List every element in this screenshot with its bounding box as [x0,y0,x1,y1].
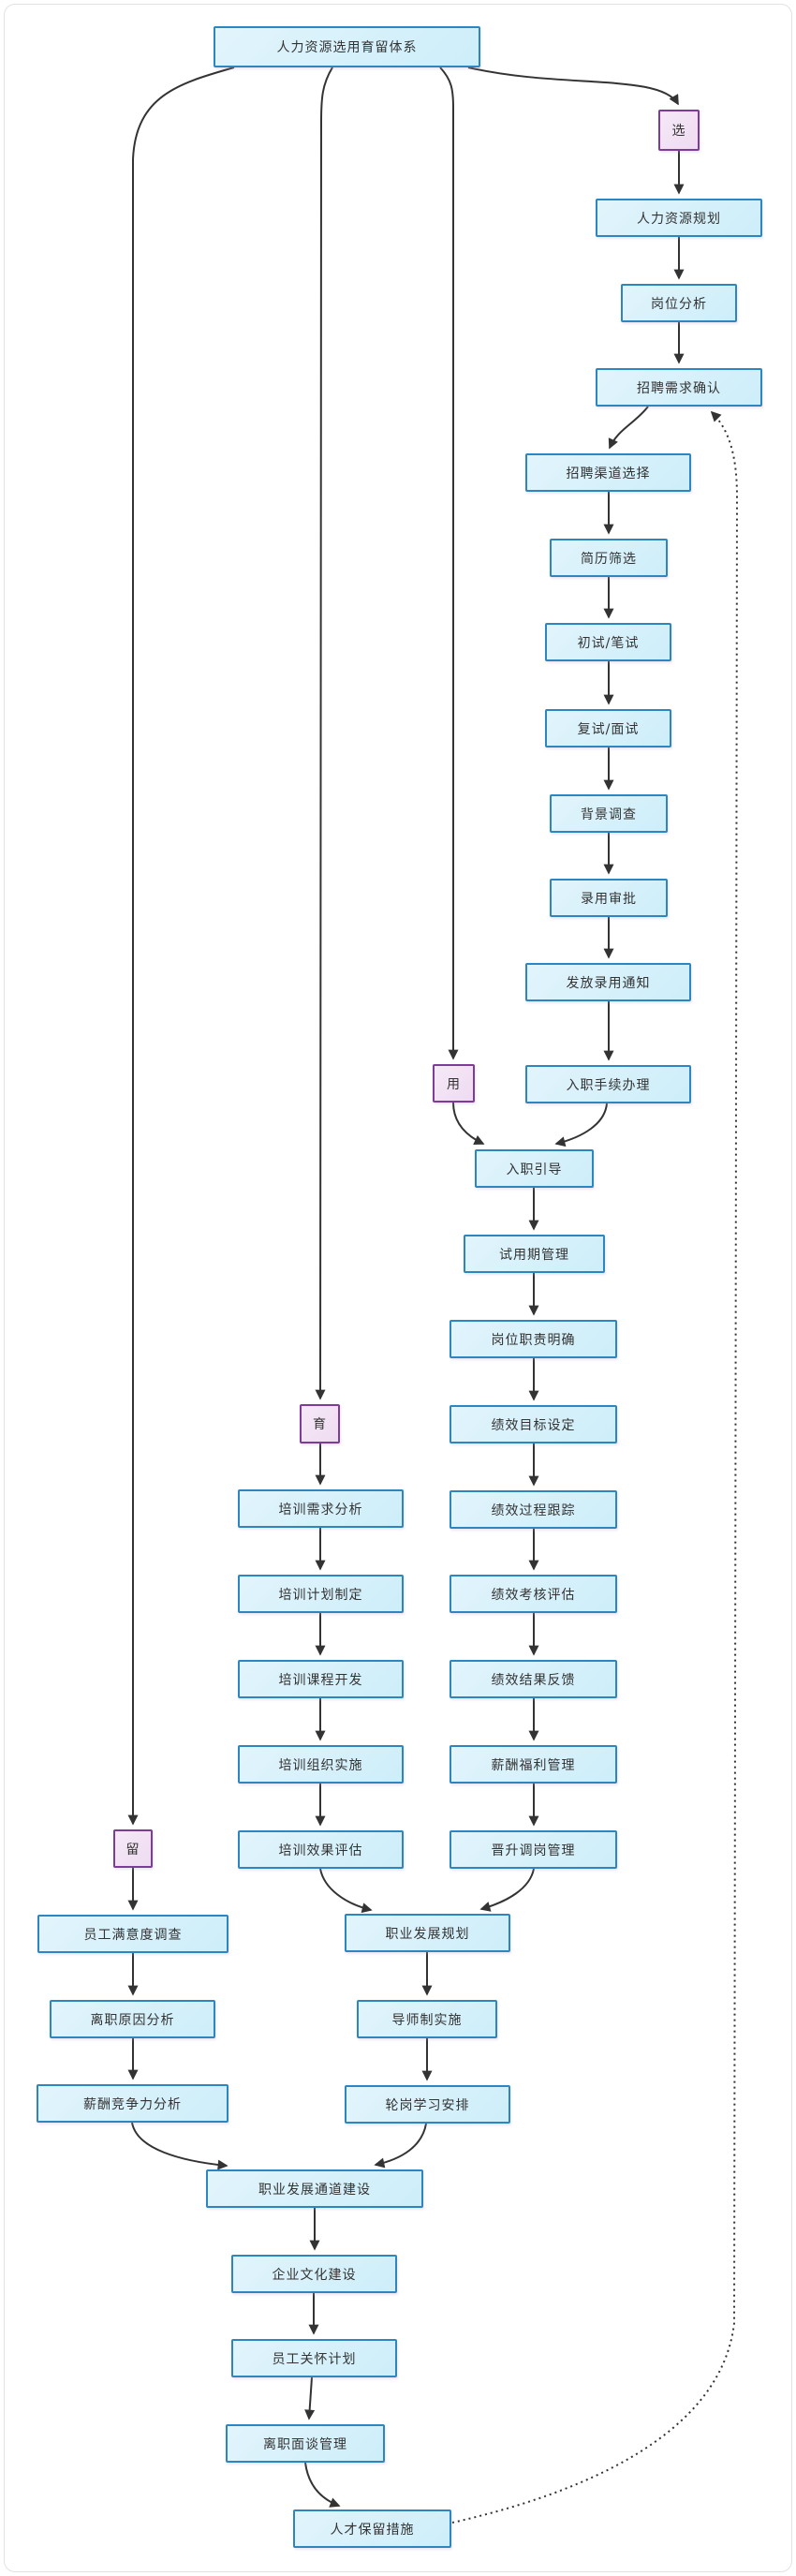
node-career_channel[interactable]: 职业发展通道建设 [206,2169,423,2208]
node-label: 人才保留措施 [330,2522,415,2538]
node-perf_goal[interactable]: 绩效目标设定 [450,1405,617,1443]
node-sel[interactable]: 选 [658,110,700,151]
edge-root-liu [127,67,235,1826]
node-second_interview[interactable]: 复试/面试 [545,709,671,748]
edge-promotion-career_plan [479,1868,535,1912]
node-label: 绩效结果反馈 [491,1672,576,1688]
node-label: 人力资源选用育留体系 [276,40,418,55]
node-label: 人力资源规划 [637,211,721,227]
node-induction[interactable]: 入职引导 [475,1149,594,1188]
node-onboarding_process[interactable]: 入职手续办理 [525,1065,691,1103]
node-perf_feedback[interactable]: 绩效结果反馈 [450,1660,617,1698]
node-label: 企业文化建设 [272,2267,357,2283]
node-train_need[interactable]: 培训需求分析 [238,1489,404,1528]
node-label: 离职面谈管理 [263,2436,347,2452]
node-train_eval[interactable]: 培训效果评估 [238,1830,404,1869]
node-liu[interactable]: 留 [113,1829,153,1868]
node-retention[interactable]: 人才保留措施 [293,2509,451,2548]
node-label: 复试/面试 [577,721,640,737]
node-culture[interactable]: 企业文化建设 [231,2255,397,2293]
node-label: 薪酬竞争力分析 [83,2096,182,2112]
node-job_analysis[interactable]: 岗位分析 [621,284,737,322]
edge-recruit_confirm-channel_select [608,406,649,450]
node-label: 用 [447,1076,461,1092]
node-label: 发放录用通知 [566,975,651,991]
node-probation[interactable]: 试用期管理 [464,1235,605,1273]
node-comp_compete[interactable]: 薪酬竞争力分析 [37,2084,228,2123]
node-train_course[interactable]: 培训课程开发 [238,1660,404,1698]
node-label: 育 [313,1417,327,1432]
node-care_plan[interactable]: 员工关怀计划 [231,2339,397,2377]
edge-rotation-career_channel [374,2123,427,2169]
node-label: 晋升调岗管理 [491,1843,576,1858]
node-label: 职业发展规划 [385,1926,470,1942]
node-label: 录用审批 [581,891,637,907]
node-label: 入职手续办理 [566,1077,651,1093]
node-label: 初试/笔试 [577,635,640,651]
node-recruit_confirm[interactable]: 招聘需求确认 [596,368,762,407]
node-career_plan[interactable]: 职业发展规划 [345,1914,510,1952]
node-label: 入职引导 [506,1162,563,1177]
node-label: 岗位职责明确 [491,1332,576,1348]
node-exit_interview[interactable]: 离职面谈管理 [226,2424,385,2463]
node-mentor[interactable]: 导师制实施 [357,2000,497,2038]
node-label: 培训需求分析 [278,1502,363,1517]
node-label: 简历筛选 [581,551,637,567]
node-label: 绩效考核评估 [491,1587,576,1603]
node-label: 培训组织实施 [278,1757,363,1773]
node-background_check[interactable]: 背景调查 [550,794,668,833]
node-comp_benefit[interactable]: 薪酬福利管理 [450,1745,617,1784]
edge-onboarding_process-induction [554,1103,608,1147]
node-train_plan[interactable]: 培训计划制定 [238,1575,404,1613]
edge-root-yu [315,67,333,1400]
node-channel_select[interactable]: 招聘渠道选择 [525,453,691,492]
node-label: 轮岗学习安排 [385,2097,470,2113]
node-leave_reason[interactable]: 离职原因分析 [50,2000,215,2038]
node-label: 留 [125,1842,140,1858]
edge-train_eval-career_plan [319,1868,373,1914]
edge-care_plan-exit_interview [304,2376,316,2421]
edge-root-sel [467,67,679,106]
node-perf_eval[interactable]: 绩效考核评估 [450,1575,617,1613]
node-satisfaction[interactable]: 员工满意度调查 [37,1915,228,1953]
node-hr_planning[interactable]: 人力资源规划 [596,199,762,237]
node-label: 招聘渠道选择 [566,466,651,481]
node-label: 培训效果评估 [278,1843,363,1858]
edge-retention-recruit_confirm [451,410,739,2524]
node-first_interview[interactable]: 初试/笔试 [545,623,671,661]
node-offer_notice[interactable]: 发放录用通知 [525,963,691,1001]
node-job_duty[interactable]: 岗位职责明确 [450,1320,617,1358]
node-label: 培训课程开发 [278,1672,363,1688]
node-label: 试用期管理 [499,1247,569,1263]
node-yu[interactable]: 育 [300,1404,340,1443]
node-label: 薪酬福利管理 [491,1757,576,1773]
node-label: 离职原因分析 [90,2012,175,2028]
node-train_impl[interactable]: 培训组织实施 [238,1745,404,1784]
edge-exit_interview-retention [304,2462,341,2508]
node-promotion[interactable]: 晋升调岗管理 [450,1830,617,1869]
node-label: 导师制实施 [391,2012,463,2028]
node-label: 岗位分析 [651,296,707,312]
edge-yong-induction [452,1102,485,1145]
node-rotation[interactable]: 轮岗学习安排 [345,2085,510,2124]
edge-root-yong [439,67,459,1060]
edge-comp_compete-career_channel [131,2122,228,2170]
node-label: 员工满意度调查 [83,1927,183,1943]
node-root[interactable]: 人力资源选用育留体系 [214,26,480,67]
node-hire_approval[interactable]: 录用审批 [550,879,668,917]
node-yong[interactable]: 用 [433,1064,475,1103]
node-label: 职业发展通道建设 [258,2182,371,2198]
node-label: 绩效过程跟踪 [491,1503,576,1518]
node-perf_track[interactable]: 绩效过程跟踪 [450,1490,617,1529]
node-label: 培训计划制定 [278,1587,363,1603]
node-resume_screen[interactable]: 简历筛选 [550,539,668,577]
node-label: 选 [671,124,686,139]
node-label: 绩效目标设定 [491,1417,576,1433]
node-label: 招聘需求确认 [637,380,721,396]
node-label: 员工关怀计划 [272,2351,357,2367]
node-label: 背景调查 [581,807,637,822]
